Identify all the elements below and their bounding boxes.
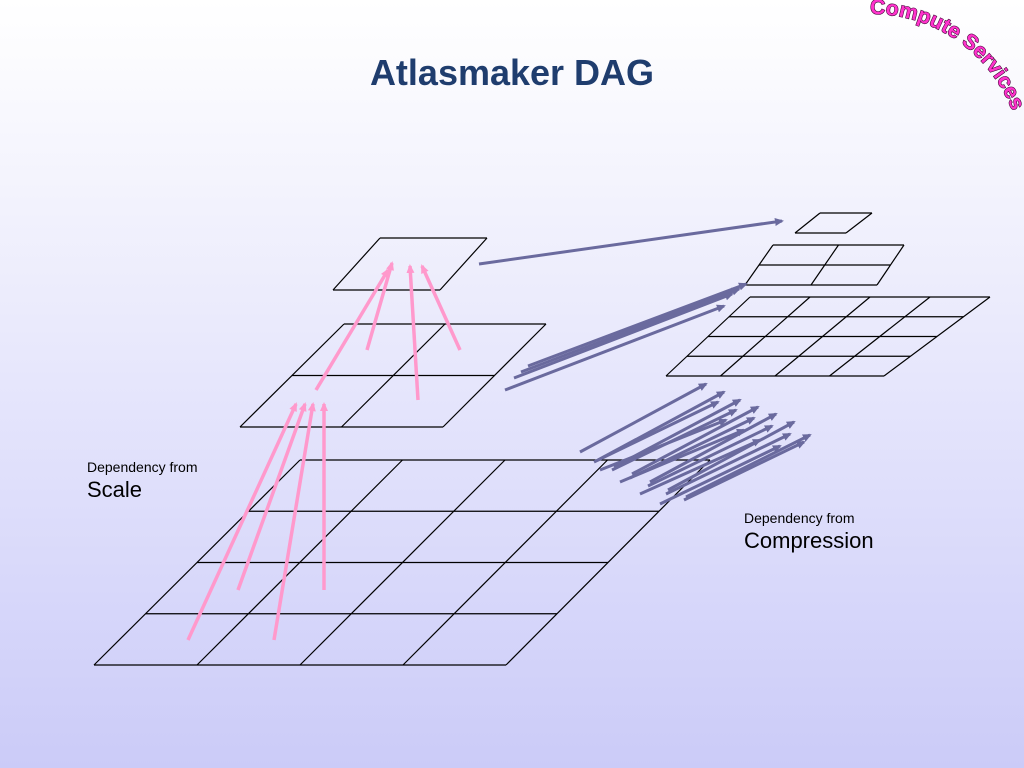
scale-arrow bbox=[186, 402, 298, 641]
scale-arrow bbox=[236, 402, 307, 591]
compression-arrow bbox=[631, 405, 760, 476]
right-middle-grid bbox=[744, 244, 905, 286]
scale-arrow bbox=[420, 264, 462, 351]
compression-arrow bbox=[639, 438, 762, 496]
compression-dependency-label: Dependency from Compression bbox=[744, 509, 874, 555]
compression-arrow bbox=[647, 424, 774, 488]
page-title: Atlasmaker DAG bbox=[369, 52, 655, 93]
scale-dependency-arrows bbox=[186, 261, 462, 641]
compression-label-name: Compression bbox=[744, 528, 874, 553]
left-middle-grid bbox=[239, 323, 547, 428]
right-top-grid bbox=[794, 212, 873, 234]
grid-column-line bbox=[299, 459, 506, 666]
grid-column-line bbox=[845, 212, 873, 234]
left-top-grid bbox=[332, 237, 488, 291]
compression-arrow bbox=[619, 428, 746, 484]
grid-column-line bbox=[876, 244, 905, 286]
grid-column-line bbox=[332, 237, 381, 291]
compression-arrow bbox=[504, 304, 726, 392]
scale-label-prefix: Dependency from bbox=[87, 459, 198, 475]
grid-column-line bbox=[883, 296, 991, 377]
compression-arrow bbox=[520, 287, 741, 374]
scale-label-name: Scale bbox=[87, 477, 143, 502]
grid-column-line bbox=[341, 323, 446, 428]
compute-services-stamp: Compute Services bbox=[870, 0, 1024, 113]
compression-arrow bbox=[665, 432, 792, 496]
compression-arrow bbox=[513, 292, 734, 380]
grid-column-line bbox=[402, 459, 608, 666]
compression-label-prefix: Dependency from bbox=[744, 510, 855, 526]
compression-arrow bbox=[527, 282, 748, 368]
compression-arrow bbox=[593, 400, 720, 464]
compression-arrow bbox=[579, 382, 708, 454]
grid-column-line bbox=[505, 459, 711, 666]
stamp-text: Compute Services bbox=[869, 0, 1024, 114]
compression-dependency-arrows bbox=[478, 218, 812, 506]
grid-column-line bbox=[774, 296, 871, 377]
scale-arrow bbox=[314, 268, 390, 391]
grid-column-line bbox=[794, 212, 821, 234]
left-bottom-grid bbox=[93, 459, 711, 666]
compression-arrow bbox=[685, 433, 812, 499]
scale-dependency-label: Dependency from Scale bbox=[87, 458, 198, 504]
scale-arrow bbox=[272, 402, 316, 641]
compression-arrow bbox=[478, 218, 784, 266]
compression-arrow bbox=[683, 440, 806, 502]
grid-column-line bbox=[442, 323, 547, 428]
compression-arrow bbox=[659, 444, 782, 506]
compression-arrow bbox=[599, 418, 728, 472]
grid-column-line bbox=[810, 244, 839, 286]
grid-column-line bbox=[829, 296, 931, 377]
compression-arrow bbox=[649, 412, 778, 484]
grid-column-line bbox=[439, 237, 488, 291]
scale-arrow bbox=[406, 264, 420, 401]
compression-arrow bbox=[667, 420, 796, 492]
right-bottom-grid bbox=[665, 296, 991, 377]
tile-grids bbox=[93, 212, 991, 666]
scale-arrow bbox=[365, 261, 394, 351]
